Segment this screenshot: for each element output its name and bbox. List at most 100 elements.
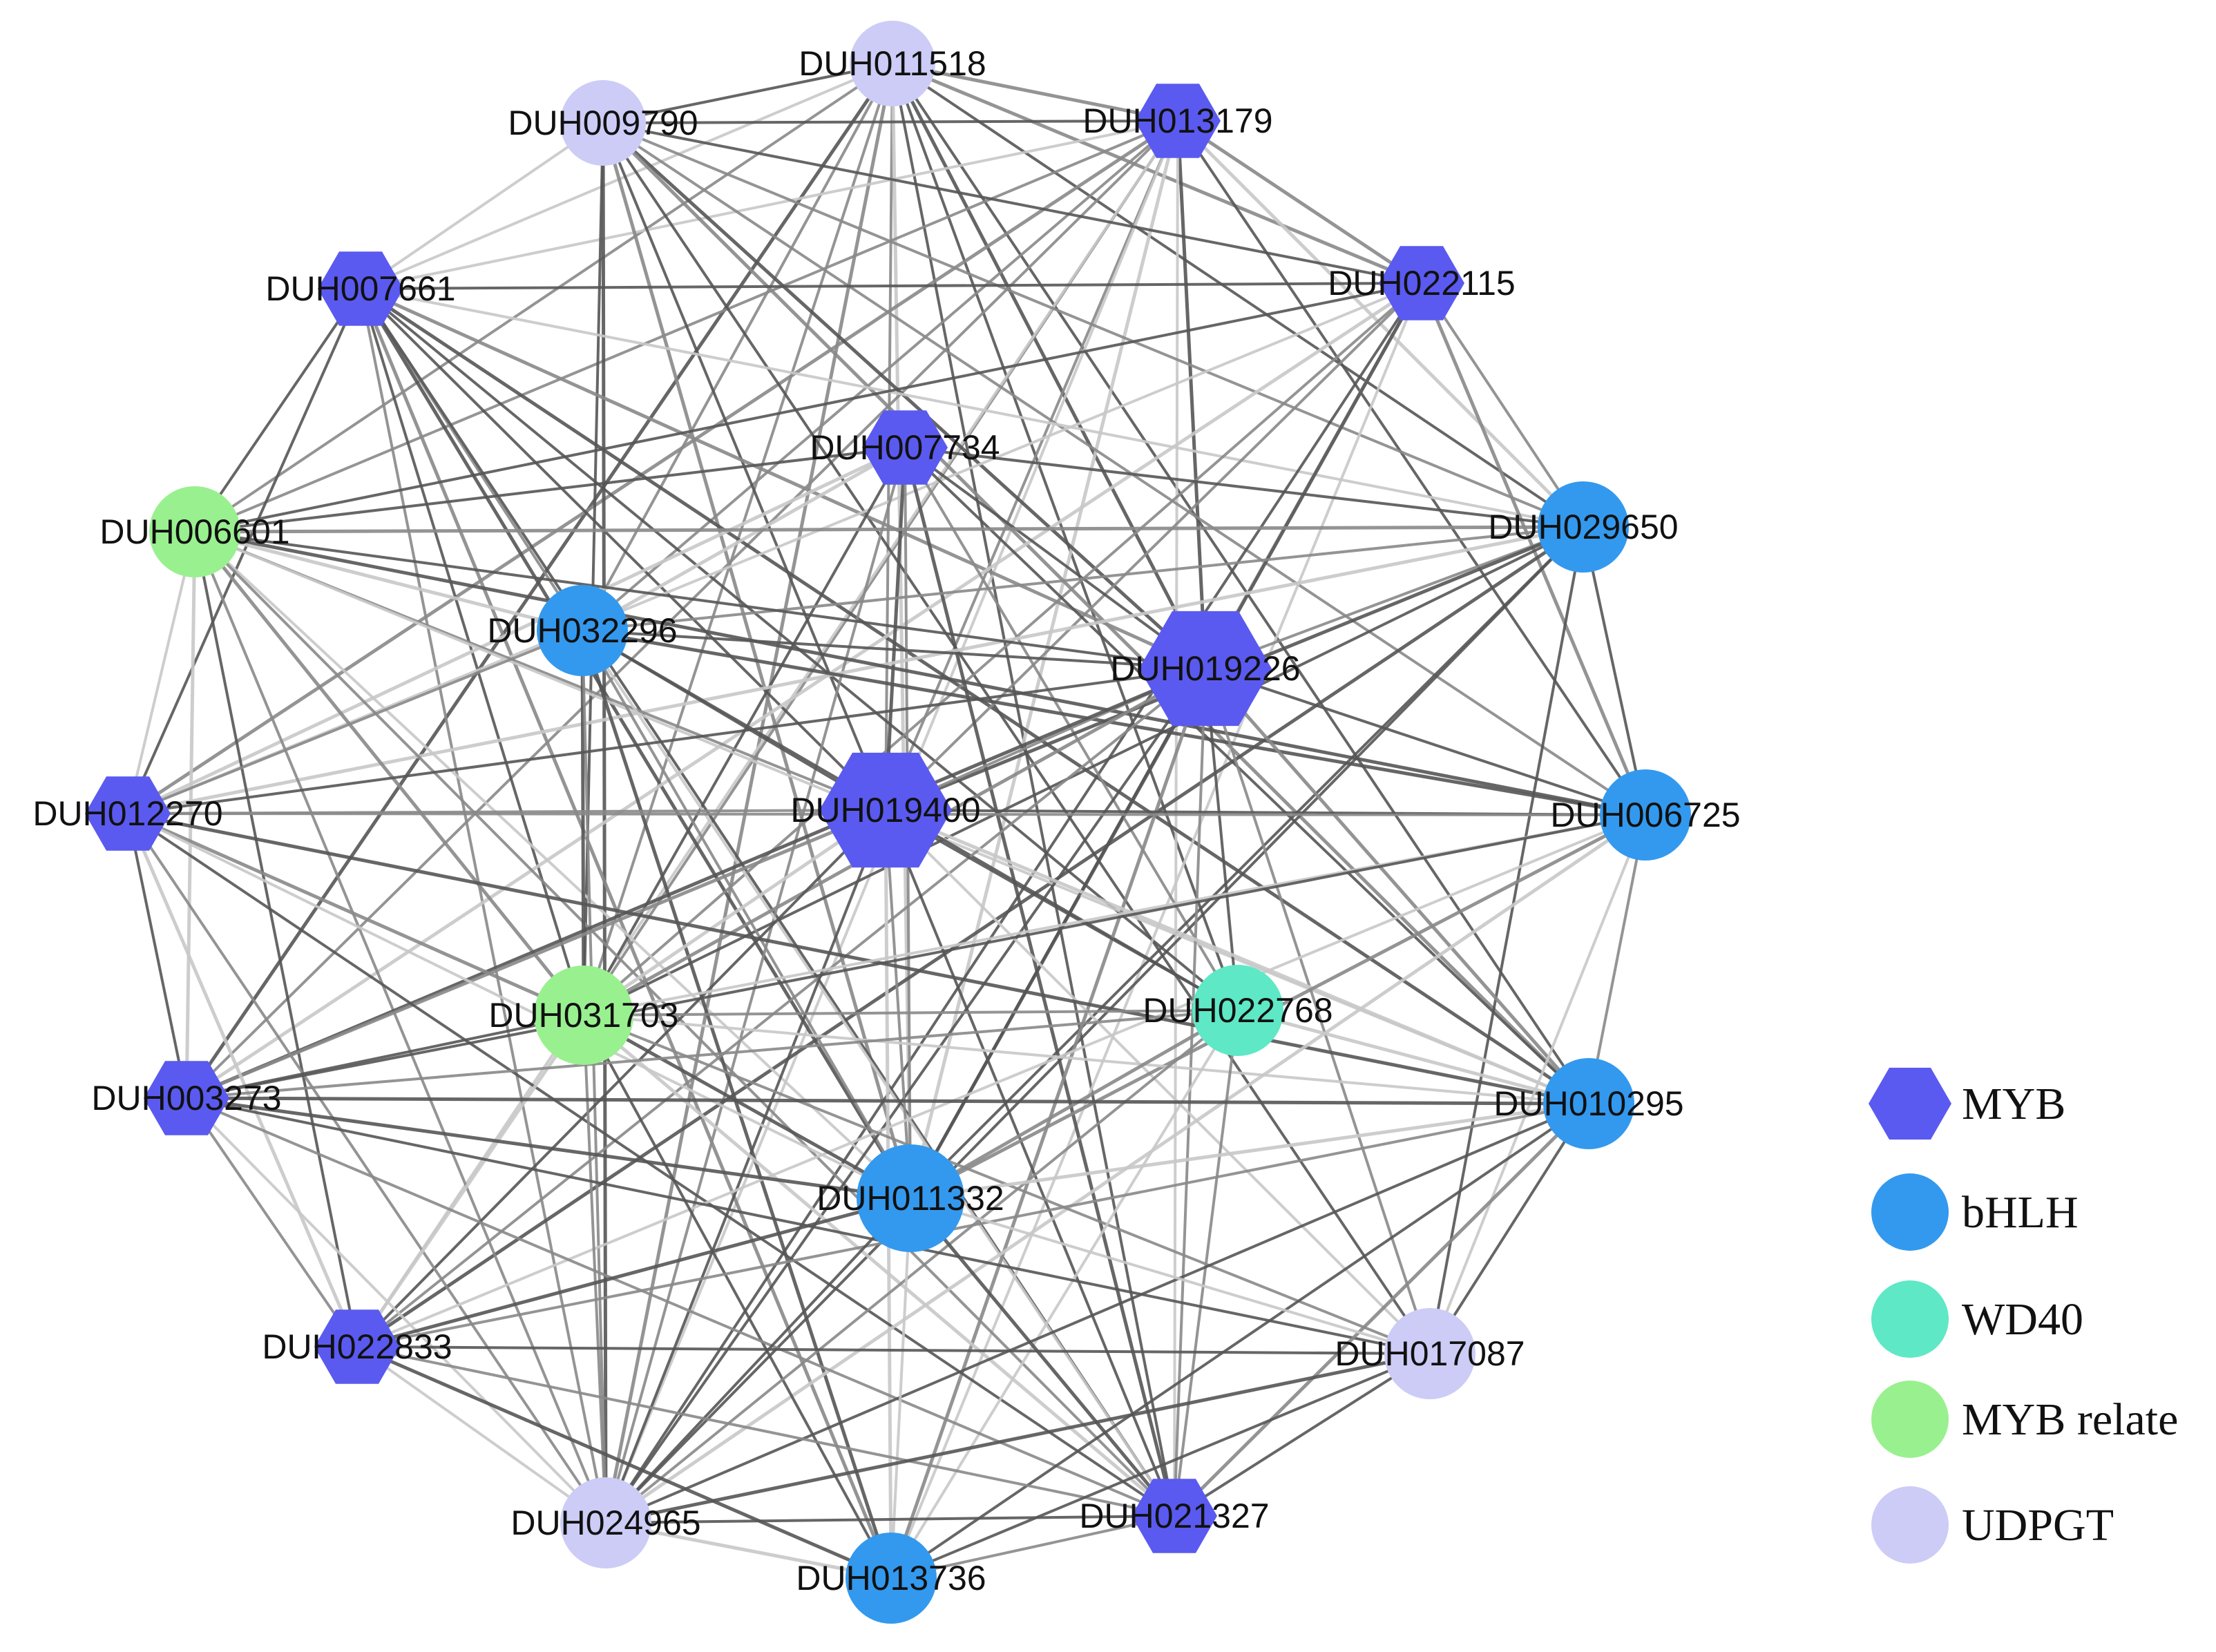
edge-DUH029650-DUH022833 — [356, 525, 1585, 1349]
legend-label-wd40: WD40 — [1962, 1294, 2083, 1345]
node-DUH017087-circle[interactable] — [1384, 1308, 1475, 1399]
edge-DUH009790-DUH006725 — [602, 122, 1647, 816]
node-label-DUH003273: DUH003273 — [91, 1079, 281, 1117]
edge-DUH003273-DUH024965 — [185, 1097, 607, 1524]
node-DUH029650-circle[interactable] — [1538, 481, 1629, 573]
edge-DUH007734-DUH019400 — [883, 447, 907, 811]
edge-DUH022768-DUH010295 — [1237, 1008, 1589, 1106]
node-DUH010295-circle[interactable] — [1543, 1058, 1634, 1149]
edge-DUH006601-DUH022833 — [193, 531, 359, 1347]
edge-DUH006725-DUH017087 — [1429, 814, 1647, 1354]
edge-DUH019226-DUH010295 — [1204, 667, 1590, 1105]
legend-item-myb: MYB — [1869, 1068, 2065, 1140]
edge-DUH032296-DUH021327 — [581, 629, 1176, 1517]
edge-DUH007734-DUH032296 — [581, 445, 906, 633]
node-DUH003273-hexagon[interactable] — [144, 1061, 229, 1135]
node-DUH006725-circle[interactable] — [1600, 769, 1691, 861]
node-DUH021327-hexagon[interactable] — [1131, 1479, 1217, 1553]
edge-DUH007734-DUH029650 — [904, 446, 1584, 528]
legend-symbol-myb — [1869, 1068, 1951, 1140]
edge-DUH029650-DUH031703 — [583, 526, 1584, 1017]
node-DUH022768-circle[interactable] — [1192, 965, 1283, 1056]
node-label-DUH013179: DUH013179 — [1082, 102, 1272, 140]
node-label-DUH022115: DUH022115 — [1328, 264, 1515, 302]
edge-DUH029650-DUH006725 — [1582, 526, 1647, 816]
edge-DUH032296-DUH024965 — [581, 630, 607, 1524]
edge-DUH032296-DUH012270 — [127, 629, 583, 815]
legend-label-bhlh: bHLH — [1962, 1187, 2079, 1238]
edge-DUH010295-DUH021327 — [1173, 1102, 1590, 1517]
node-label-DUH019400: DUH019400 — [790, 791, 980, 829]
edge-DUH022115-DUH006725 — [1420, 282, 1647, 816]
node-label-DUH031703: DUH031703 — [488, 996, 678, 1035]
edge-DUH032296-DUH006725 — [582, 628, 1646, 817]
edge-DUH011332-DUH022833 — [356, 1196, 911, 1349]
node-DUH012270-hexagon[interactable] — [85, 776, 171, 851]
node-DUH006601-circle[interactable] — [149, 486, 240, 577]
legend-item-udpgt: UDPGT — [1871, 1486, 2114, 1564]
node-label-DUH024965: DUH024965 — [510, 1504, 700, 1542]
edge-DUH022115-DUH024965 — [604, 282, 1423, 1524]
edge-DUH009790-DUH022115 — [602, 122, 1422, 285]
edge-DUH017087-DUH024965 — [605, 1352, 1431, 1525]
edge-DUH011518-DUH011332 — [890, 63, 913, 1199]
edge-DUH012270-DUH024965 — [126, 812, 607, 1524]
edge-DUH029650-DUH019226 — [1205, 526, 1584, 670]
node-label-DUH022833: DUH022833 — [262, 1327, 452, 1366]
node-label-DUH006725: DUH006725 — [1550, 796, 1740, 834]
node-label-DUH011332: DUH011332 — [816, 1179, 1004, 1218]
edge-DUH019400-DUH010295 — [885, 808, 1589, 1106]
node-DUH013736-circle[interactable] — [846, 1533, 937, 1624]
edge-DUH003273-DUH022833 — [185, 1097, 359, 1348]
edge-DUH011332-DUH021327 — [909, 1197, 1176, 1517]
edge-DUH019400-DUH024965 — [604, 809, 887, 1524]
node-DUH011518-circle[interactable] — [850, 21, 935, 106]
edge-DUH011332-DUH013736 — [890, 1198, 912, 1579]
nodes-layer — [85, 21, 1691, 1624]
edge-DUH011518-DUH021327 — [891, 63, 1176, 1517]
edge-DUH007734-DUH006601 — [194, 446, 906, 533]
node-DUH007734-hexagon[interactable] — [862, 410, 948, 485]
edge-DUH013179-DUH012270 — [126, 119, 1179, 816]
edge-DUH009790-DUH007661 — [359, 122, 604, 290]
node-DUH022115-hexagon[interactable] — [1379, 246, 1464, 320]
edge-DUH019400-DUH022833 — [356, 809, 887, 1348]
edge-DUH003273-DUH021327 — [186, 1097, 1175, 1517]
edge-DUH013179-DUH021327 — [1173, 120, 1179, 1517]
node-DUH019400-hexagon[interactable] — [819, 752, 952, 868]
node-DUH013179-hexagon[interactable] — [1135, 84, 1221, 158]
node-DUH019226-hexagon[interactable] — [1139, 611, 1272, 727]
edge-DUH007734-DUH012270 — [126, 445, 906, 816]
node-label-DUH019226: DUH019226 — [1110, 649, 1300, 688]
edge-DUH003273-DUH010295 — [186, 1096, 1589, 1106]
edge-DUH009790-DUH017087 — [602, 122, 1431, 1355]
legend-symbol-bhlh — [1871, 1173, 1949, 1251]
edge-DUH006725-DUH003273 — [186, 814, 1646, 1099]
node-label-DUH029650: DUH029650 — [1488, 508, 1678, 546]
edge-DUH031703-DUH003273 — [186, 1014, 584, 1099]
edge-DUH007661-DUH024965 — [359, 288, 607, 1524]
node-DUH032296-circle[interactable] — [537, 585, 628, 676]
edge-DUH024965-DUH013736 — [605, 1521, 892, 1580]
edge-DUH022768-DUH011332 — [909, 1008, 1239, 1200]
edge-DUH011518-DUH019226 — [890, 62, 1207, 670]
node-DUH011332-circle[interactable] — [857, 1144, 964, 1252]
node-DUH009790-circle[interactable] — [560, 80, 646, 166]
edge-DUH022833-DUH021327 — [356, 1345, 1175, 1517]
edge-DUH024965-DUH021327 — [605, 1515, 1175, 1524]
node-DUH024965-circle[interactable] — [560, 1477, 651, 1568]
node-label-DUH010295: DUH010295 — [1493, 1084, 1683, 1123]
node-DUH022833-hexagon[interactable] — [314, 1309, 400, 1384]
edge-DUH007734-DUH021327 — [903, 447, 1176, 1517]
edge-DUH012270-DUH003273 — [126, 813, 188, 1099]
legend-symbol-myb-relate — [1871, 1381, 1949, 1458]
edge-DUH007661-DUH022115 — [360, 282, 1422, 290]
edge-DUH010295-DUH022833 — [356, 1102, 1589, 1348]
node-DUH031703-circle[interactable] — [534, 966, 633, 1065]
node-label-DUH032296: DUH032296 — [487, 611, 677, 650]
node-DUH007661-hexagon[interactable] — [318, 251, 403, 326]
edge-DUH007661-DUH029650 — [360, 287, 1584, 528]
edge-DUH011518-DUH022768 — [891, 63, 1239, 1011]
